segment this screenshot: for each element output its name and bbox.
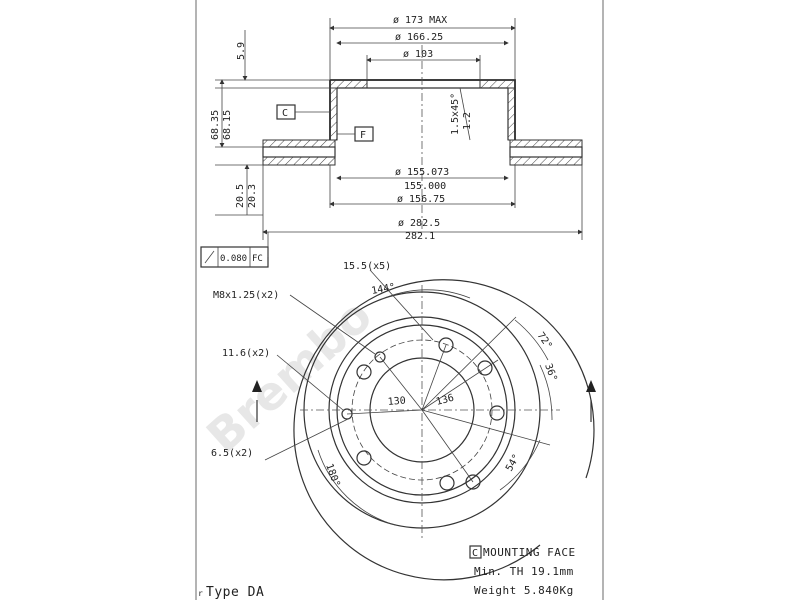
- bolt-hole: [356, 450, 372, 466]
- label-hole-6-5: 6.5(x2): [211, 448, 253, 459]
- min-thickness-note: Min. TH 19.1mm: [474, 565, 574, 578]
- label-angle-36: 36°: [542, 362, 559, 383]
- rotor-left-bottom: [262, 156, 336, 166]
- dim-d103: ø 103: [403, 49, 433, 60]
- dim-68-35: 68.35: [210, 110, 221, 140]
- label-thread-15-5: 15.5(x5): [343, 261, 391, 272]
- bolt-hole: [438, 337, 454, 353]
- dim-d282-5: ø 282.5: [398, 218, 440, 229]
- label-angle-72: 72°: [535, 330, 554, 351]
- datum-f-label: F: [360, 130, 366, 141]
- runout-value: 0.080: [220, 254, 247, 264]
- bolt-hole: [477, 360, 493, 376]
- label-angle-180: 180°: [323, 462, 342, 488]
- hat-top-hatch-left: [329, 79, 368, 89]
- threaded-hole: [374, 351, 386, 363]
- dim-d155-000: 155.000: [404, 181, 446, 192]
- bolt-hole: [465, 474, 481, 490]
- dim-20-3: 20.3: [247, 184, 258, 208]
- hat-wall-right: [507, 87, 516, 141]
- dim-chamfer: 1.5x45°: [450, 93, 461, 135]
- hat-outline: [329, 79, 516, 140]
- dim-20-5: 20.5: [235, 184, 246, 208]
- outer-ring-arc: [293, 279, 595, 581]
- dim-d156-75: ø 156.75: [397, 194, 445, 205]
- page-frame: [195, 0, 604, 600]
- label-hole-11-6: 11.6(x2): [222, 348, 270, 359]
- bolt-hole: [489, 405, 505, 421]
- label-pcd-136: 136: [435, 393, 455, 408]
- face-dimensions: 15.5(x5) 144° M8x1.25(x2) 72° 11.6(x2) 3…: [211, 261, 559, 489]
- dim-chamfer-2: 1.2: [462, 112, 473, 130]
- watermark-text: Brembo: [196, 288, 382, 463]
- label-pcd-130: 130: [387, 395, 406, 408]
- bolt-holes: [341, 337, 505, 491]
- mounting-face-note: MOUNTING FACE: [483, 546, 576, 559]
- hat-top-hatch-right: [479, 79, 516, 89]
- type-label: Type DA: [206, 585, 264, 600]
- drawing-notes: C MOUNTING FACE Min. TH 19.1mm Weight 5.…: [198, 545, 576, 600]
- rotor-vent-right: [509, 146, 583, 158]
- dim-d155-073: ø 155.073: [395, 167, 449, 178]
- disc-section-view: [200, 18, 583, 268]
- dim-d282-1: 282.1: [405, 231, 435, 242]
- bolt-hole: [439, 475, 455, 491]
- type-prefix: r: [198, 589, 203, 598]
- bolt-hole: [356, 364, 372, 380]
- label-angle-54: 54°: [504, 452, 523, 473]
- disc-face-view: [252, 269, 596, 581]
- runout-ref: FC: [252, 254, 263, 264]
- label-thread-m8: M8x1.25(x2): [213, 290, 279, 301]
- dim-d166: ø 166.25: [395, 32, 443, 43]
- datum-c-label: C: [282, 108, 288, 119]
- section-dimensions: ø 173 MAX ø 166.25 ø 103 5.9 68.35 68.15…: [210, 15, 473, 264]
- rotor-right-top: [509, 139, 583, 148]
- dim-5-9: 5.9: [236, 42, 247, 60]
- rotor-left-top: [262, 139, 336, 148]
- hat-wall-left: [329, 87, 338, 141]
- mounting-datum-box: [469, 545, 482, 559]
- dim-68-15: 68.15: [222, 110, 233, 140]
- dim-d173: ø 173 MAX: [393, 15, 447, 26]
- rotor-vent-left: [262, 146, 336, 158]
- label-angle-144: 144°: [371, 282, 397, 297]
- weight-note: Weight 5.840Kg: [474, 584, 574, 597]
- rotor-right-bottom: [509, 156, 583, 166]
- mounting-datum-letter: C: [472, 548, 479, 559]
